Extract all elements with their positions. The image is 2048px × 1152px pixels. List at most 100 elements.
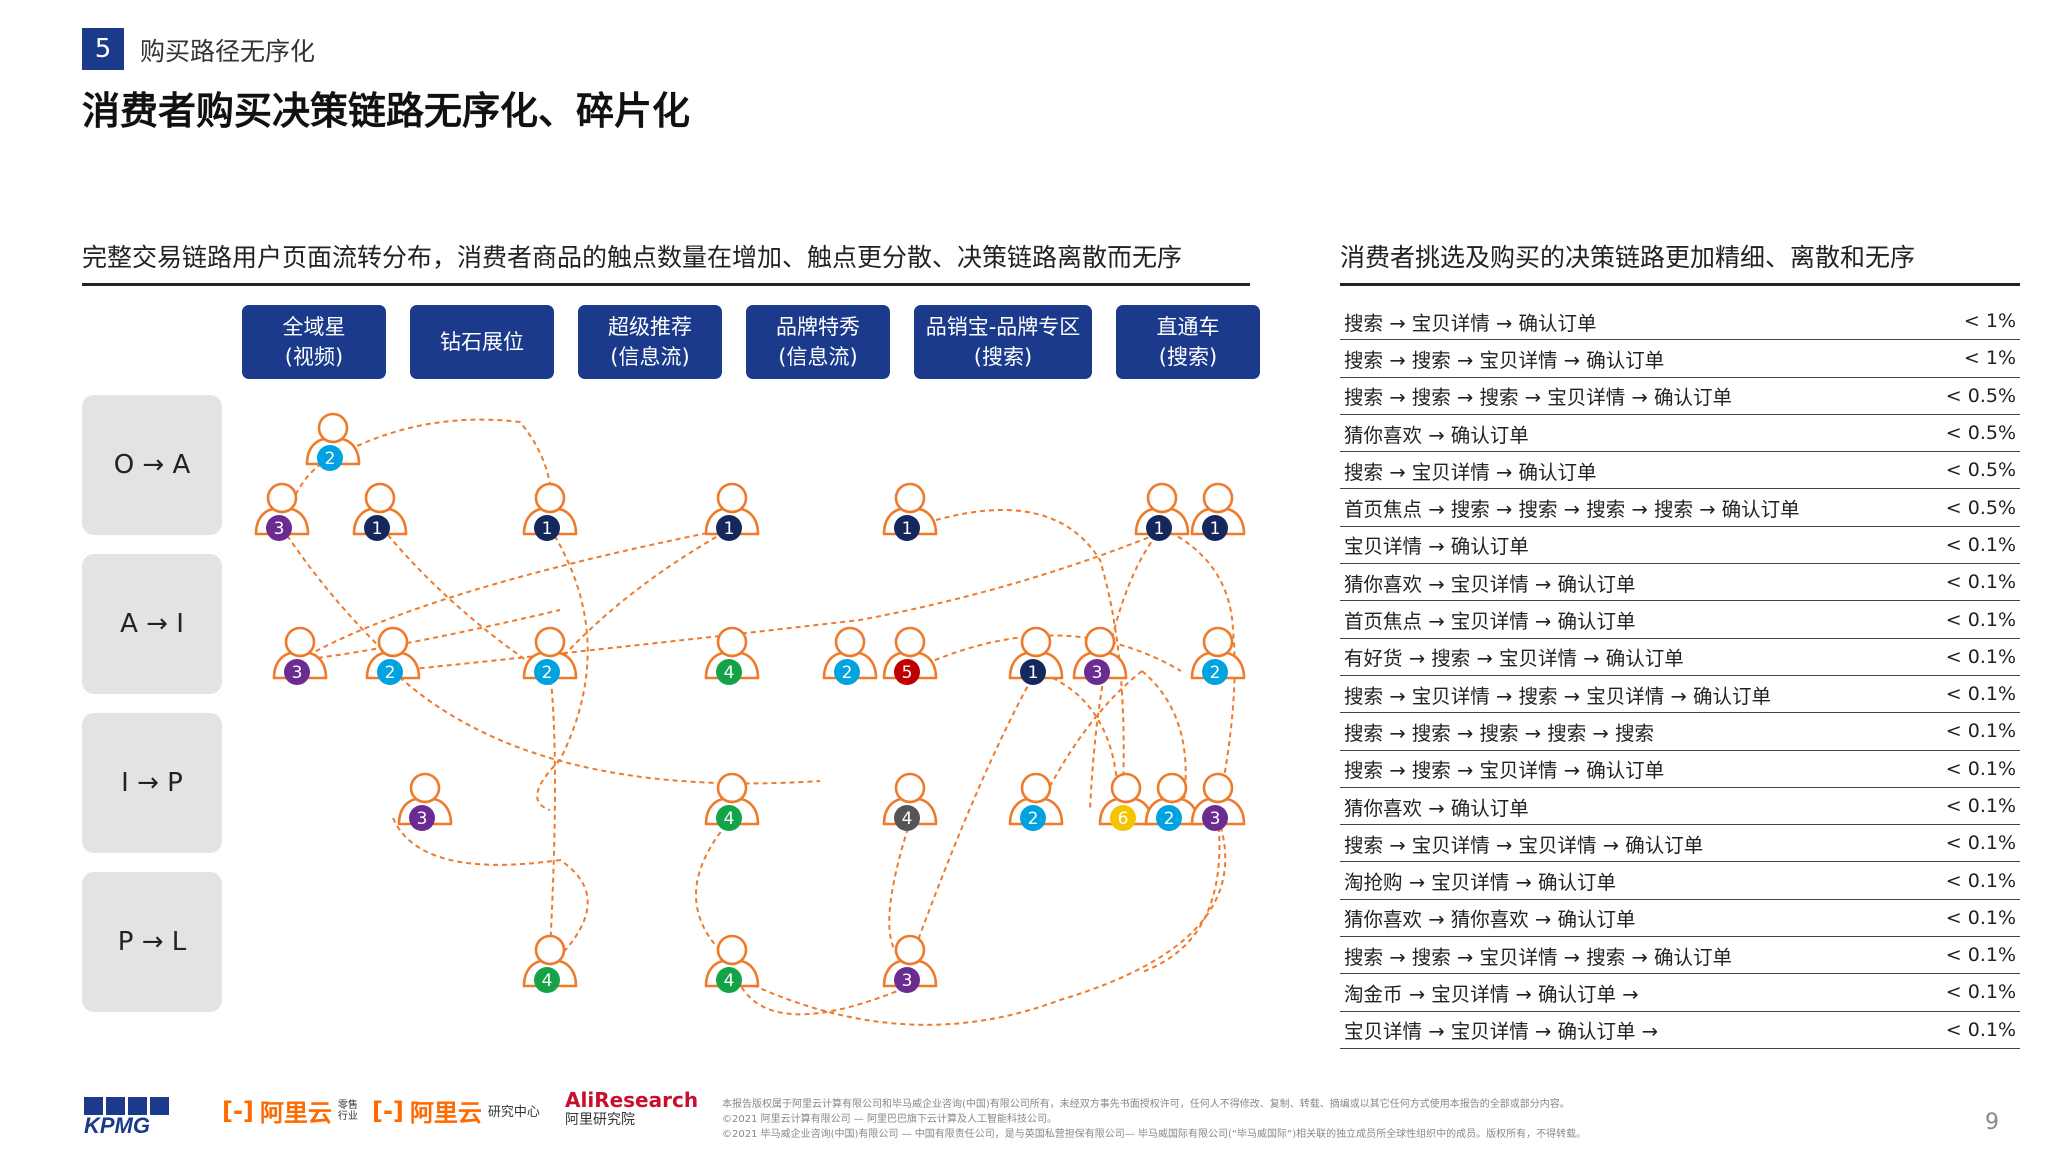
touchpoint-count-badge (284, 659, 310, 685)
page-number: 9 (1985, 1110, 1999, 1135)
path-row: 搜索 → 宝贝详情 → 宝贝详情 → 确认订单< 0.1% (1340, 824, 2020, 863)
left-heading-rule (82, 283, 1250, 286)
touchpoint-count-badge (716, 515, 742, 541)
touchpoint-count-badge (894, 515, 920, 541)
path-share: < 0.1% (1892, 973, 2020, 1012)
path-row: 淘金币 → 宝贝详情 → 确认订单 →< 0.1% (1340, 973, 2020, 1012)
path-row: 搜索 → 宝贝详情 → 搜索 → 宝贝详情 → 确认订单< 0.1% (1340, 675, 2020, 714)
touchpoint-count-label: 4 (724, 809, 735, 829)
touchpoint-count-badge (534, 659, 560, 685)
path-share: < 0.1% (1892, 861, 2020, 900)
customer-person-icon: 1 (1008, 626, 1064, 685)
path-sequence: 搜索 → 搜索 → 搜索 → 宝贝详情 → 确认订单 (1340, 377, 1892, 415)
aliyun-logo-text: 阿里云 (409, 1099, 482, 1127)
customer-person-icon: 2 (1144, 772, 1200, 831)
customer-person-icon: 3 (397, 772, 453, 831)
touchpoint-count-badge (1020, 805, 1046, 831)
channel-box: 品销宝-品牌专区 (搜索) (914, 305, 1092, 379)
touchpoint-count-label: 1 (542, 519, 553, 539)
channel-type: (信息流) (610, 345, 690, 369)
path-sequence: 搜索 → 搜索 → 搜索 → 搜索 → 搜索 (1340, 712, 1892, 751)
path-share: < 0.5% (1892, 488, 2020, 527)
customer-person-icon: 1 (522, 482, 578, 541)
touchpoint-count-badge (1084, 659, 1110, 685)
channel-type: (视频) (284, 345, 344, 369)
touchpoint-count-label: 6 (1118, 809, 1129, 829)
channel-name: 直通车 (1156, 315, 1220, 339)
touchpoint-count-label: 5 (902, 663, 913, 683)
customer-person-icon: 2 (365, 626, 421, 685)
stage-box-o-a: O → A (82, 395, 222, 535)
path-row: 猜你喜欢 → 猜你喜欢 → 确认订单< 0.1% (1340, 899, 2020, 938)
customer-person-icon: 4 (704, 626, 760, 685)
decision-path-table: 搜索 → 宝贝详情 → 确认订单< 1%搜索 → 搜索 → 宝贝详情 → 确认订… (1340, 303, 2020, 1049)
kpmg-logo: KPMG (82, 1095, 174, 1139)
touchpoint-count-badge (1146, 515, 1172, 541)
stage-box-p-l: P → L (82, 872, 222, 1012)
path-row: 宝贝详情 → 宝贝详情 → 确认订单 →< 0.1% (1340, 1011, 2020, 1049)
path-share: < 0.5% (1892, 414, 2020, 453)
touchpoint-count-label: 2 (1210, 663, 1221, 683)
touchpoint-count-label: 1 (902, 519, 913, 539)
path-row: 搜索 → 搜索 → 宝贝详情 → 确认订单< 1% (1340, 339, 2020, 378)
stage-box-a-i: A → I (82, 554, 222, 694)
path-sequence: 淘抢购 → 宝贝详情 → 确认订单 (1340, 861, 1892, 900)
customer-person-icon: 3 (1072, 626, 1128, 685)
customer-person-icon: 2 (522, 626, 578, 685)
path-sequence: 猜你喜欢 → 猜你喜欢 → 确认订单 (1340, 899, 1892, 938)
aliyun-logo-text: 阿里云 (259, 1099, 332, 1127)
page-title: 消费者购买决策链路无序化、碎片化 (82, 89, 691, 133)
channel-box: 全域星 (视频) (242, 305, 386, 379)
channel-box: 品牌特秀 (信息流) (746, 305, 890, 379)
customer-person-icon: 1 (882, 482, 938, 541)
path-row: 猜你喜欢 → 宝贝详情 → 确认订单< 0.1% (1340, 563, 2020, 602)
touchpoint-count-label: 2 (325, 449, 336, 469)
kpmg-logo-mark: KPMG (84, 1097, 169, 1138)
customer-person-icon: 1 (1190, 482, 1246, 541)
copyright-line: ©2021 毕马威企业咨询(中国)有限公司 — 中国有限责任公司，是与英国私营担… (722, 1129, 1587, 1140)
touchpoint-count-badge (364, 515, 390, 541)
path-sequence: 猜你喜欢 → 确认订单 (1340, 787, 1892, 826)
path-share: < 0.1% (1892, 899, 2020, 938)
aliyun-logo-tag: 零售行业 (337, 1099, 358, 1122)
path-sequence: 宝贝详情 → 确认订单 (1340, 526, 1892, 565)
copyright-line: ©2021 阿里云计算有限公司 — 阿里巴巴旗下云计算及人工智能科技公司。 (722, 1114, 1057, 1125)
path-sequence: 搜索 → 搜索 → 宝贝详情 → 确认订单 (1340, 750, 1892, 788)
channel-name: 品销宝-品牌专区 (925, 315, 1081, 339)
path-share: < 0.1% (1892, 563, 2020, 602)
customer-person-icon: 1 (352, 482, 408, 541)
touchpoint-count-badge (834, 659, 860, 685)
touchpoint-count-label: 1 (372, 519, 383, 539)
customer-person-icon: 6 (1098, 772, 1154, 831)
path-sequence: 宝贝详情 → 宝贝详情 → 确认订单 → (1340, 1011, 1892, 1049)
customer-person-icon: 5 (882, 626, 938, 685)
touchpoint-count-badge (377, 659, 403, 685)
path-row: 搜索 → 搜索 → 搜索 → 宝贝详情 → 确认订单< 0.5% (1340, 377, 2020, 415)
touchpoint-count-badge (317, 445, 343, 471)
path-share: < 0.1% (1892, 712, 2020, 751)
aliyun-retail-logo: [-] 阿里云 零售行业 (222, 1093, 362, 1128)
touchpoint-count-badge (1202, 805, 1228, 831)
path-share: < 1% (1892, 303, 2020, 341)
path-row: 首页焦点 → 宝贝详情 → 确认订单< 0.1% (1340, 600, 2020, 639)
aliresearch-logo-text: AliResearch (565, 1088, 699, 1112)
path-sequence: 首页焦点 → 宝贝详情 → 确认订单 (1340, 600, 1892, 639)
channel-type: (搜索) (1158, 345, 1218, 369)
path-row: 宝贝详情 → 确认订单< 0.1% (1340, 526, 2020, 565)
touchpoint-count-badge (716, 659, 742, 685)
touchpoint-count-label: 3 (902, 971, 913, 991)
touchpoint-count-label: 2 (385, 663, 396, 683)
touchpoint-count-label: 3 (274, 519, 285, 539)
touchpoint-count-label: 1 (1028, 663, 1039, 683)
aliyun-logo-tag: 研究中心 (487, 1105, 540, 1120)
touchpoint-count-label: 4 (724, 663, 735, 683)
touchpoint-count-label: 2 (1028, 809, 1039, 829)
customer-person-icon: 3 (254, 482, 310, 541)
channel-box: 超级推荐 (信息流) (578, 305, 722, 379)
touchpoint-count-label: 2 (842, 663, 853, 683)
touchpoint-count-label: 3 (1210, 809, 1221, 829)
path-row: 淘抢购 → 宝贝详情 → 确认订单< 0.1% (1340, 861, 2020, 900)
aliyun-bracket-icon: [-] (222, 1096, 254, 1125)
